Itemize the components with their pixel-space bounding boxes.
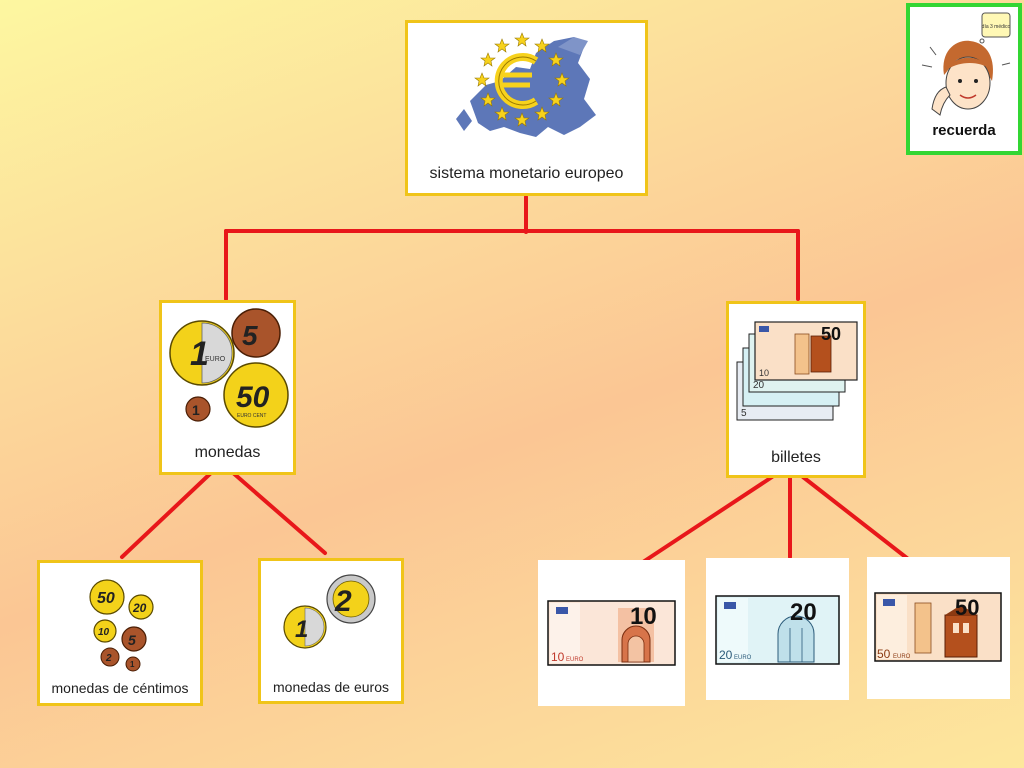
- coin-50-cent-value: 50: [236, 381, 270, 414]
- cent-coin-2: 2: [105, 653, 112, 664]
- stack-note-10: 10: [759, 368, 769, 378]
- root-card: sistema monetario europeo: [405, 20, 648, 196]
- cent-coin-20: 20: [132, 601, 147, 615]
- cent-coin-5: 5: [128, 632, 136, 648]
- euro-map-icon: [456, 32, 596, 137]
- cent-coin-1: 1: [130, 660, 135, 669]
- billetes-card: 5 20 50 10 billetes: [726, 301, 866, 478]
- twenty-euro-currency: EURO: [734, 655, 752, 661]
- coin-1-euro-value: 1: [190, 335, 209, 373]
- cent-coin-50: 50: [97, 590, 115, 607]
- fifty-euro-currency: EURO: [893, 654, 911, 660]
- twenty-euro-note-icon: 20 20 EURO: [715, 595, 840, 665]
- ten-euro-currency: EURO: [566, 657, 584, 663]
- monedas-card: 1 EURO 5 50 EURO CENT 1 monedas: [159, 300, 296, 475]
- monedas-euros-label: monedas de euros: [273, 679, 389, 695]
- cent-coin-10: 10: [98, 627, 110, 638]
- monedas-label: monedas: [194, 444, 261, 461]
- recuerda-note-text: día 3 médico: [982, 24, 1011, 30]
- connector-billetes-10: [641, 475, 774, 564]
- ten-euro-note-icon: 10 10 EURO: [547, 600, 676, 666]
- root-label: sistema monetario europeo: [429, 165, 624, 182]
- monedas-centimos-card: 50 20 10 5 2 1 monedas de céntimos: [37, 560, 203, 706]
- twenty-euro-corner: 20: [719, 648, 733, 662]
- connector-monedas-euros: [230, 470, 327, 555]
- connector-billetes-50: [801, 475, 914, 564]
- stack-note-20: 20: [753, 380, 765, 391]
- ten-euro-corner: 10: [551, 650, 565, 664]
- fifty-euro-denomination: 50: [955, 595, 979, 620]
- twenty-euro-denomination: 20: [790, 599, 817, 626]
- ten-euro-card: 10 10 EURO: [538, 560, 685, 706]
- euro-coins-icon: 2 1: [283, 574, 376, 649]
- ten-euro-denomination: 10: [630, 603, 657, 630]
- stack-note-5: 5: [741, 408, 747, 419]
- thinking-girl-icon: día 3 médico: [921, 12, 1011, 116]
- cent-coins-icon: 50 20 10 5 2 1: [89, 579, 154, 672]
- recuerda-label: recuerda: [932, 122, 996, 139]
- coin-50-cent-unit: EURO CENT: [237, 413, 266, 419]
- recuerda-card[interactable]: día 3 médico recuerda: [906, 3, 1022, 155]
- fifty-euro-corner: 50: [877, 647, 891, 661]
- fifty-euro-note-icon: 50 50 EURO: [874, 592, 1002, 662]
- monedas-centimos-label: monedas de céntimos: [51, 680, 189, 696]
- connector-monedas-centimos: [120, 470, 214, 559]
- euro-coin-2: 2: [334, 585, 352, 618]
- coins-icon: 1 EURO 5 50 EURO CENT 1: [169, 308, 289, 428]
- stack-note-50: 50: [821, 324, 841, 344]
- coin-5-cent-value: 5: [242, 320, 258, 351]
- euro-coin-1: 1: [295, 616, 308, 643]
- banknotes-icon: 5 20 50 10: [736, 321, 858, 421]
- coin-1-cent-value: 1: [192, 402, 200, 418]
- coin-1-euro-unit: EURO: [205, 356, 226, 363]
- monedas-euros-card: 2 1 monedas de euros: [258, 558, 404, 704]
- twenty-euro-card: 20 20 EURO: [706, 558, 849, 700]
- billetes-label: billetes: [771, 449, 821, 466]
- fifty-euro-card: 50 50 EURO: [867, 557, 1010, 699]
